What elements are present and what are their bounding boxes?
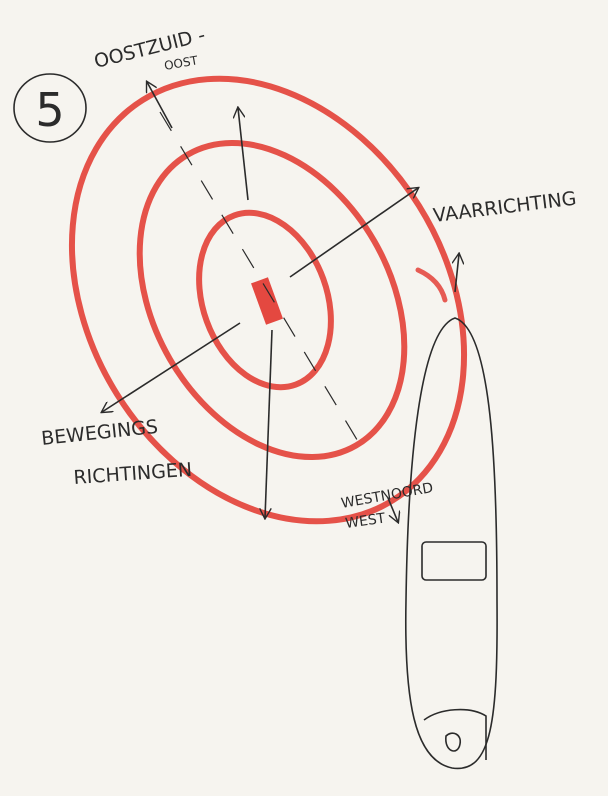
arrow-vaarrichting [290,188,418,277]
ship [406,318,497,768]
arrow-bewegingsrichting-left [102,323,240,412]
concentric-rings [0,6,544,595]
ship-hull [406,318,497,768]
arrow-up-short [238,108,248,200]
center-mark [251,277,283,325]
ring-tail [418,270,445,300]
label-vaarrichting: VAARRICHTING [432,188,578,227]
ship-stern-mark [446,733,460,751]
direction-arrows [102,82,459,522]
arrow-down [265,330,272,518]
step-badge: 5 [14,74,86,142]
label-west: WEST [344,510,386,531]
label-richtingen: RICHTINGEN [73,459,193,489]
label-bewegings: BEWEGINGS [40,416,159,450]
ship-cabin [422,542,486,580]
label-oostzuidoost-line2: OOST [163,53,199,73]
label-westnoord: WESTNOORD [340,480,435,512]
step-number: 5 [35,83,64,137]
ship-stern-line [424,710,486,760]
